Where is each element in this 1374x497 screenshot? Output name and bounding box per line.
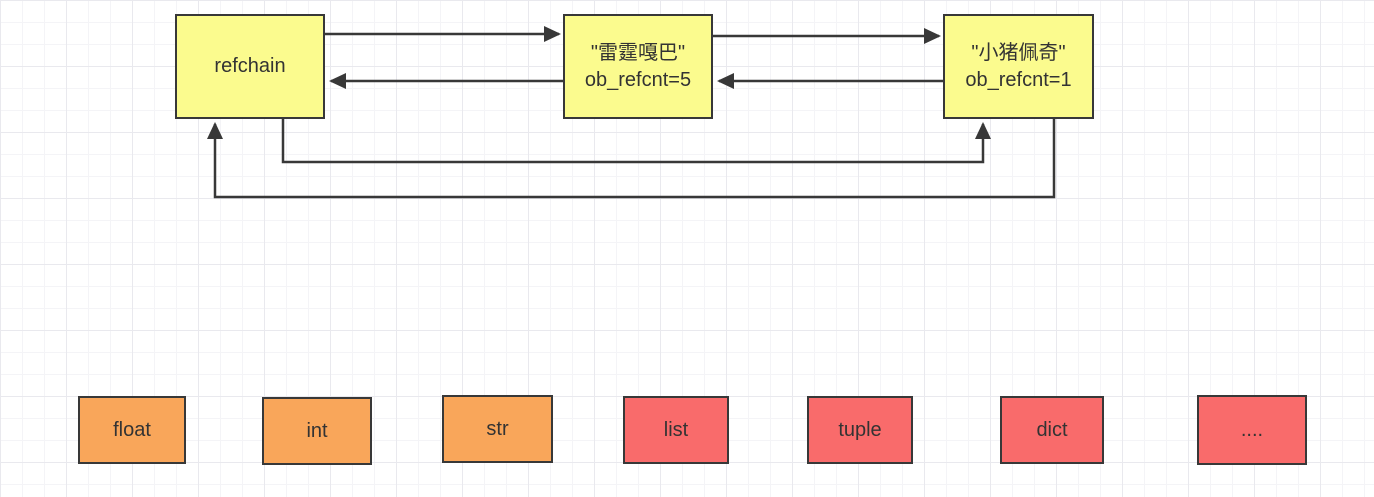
type-node-ellipsis[interactable]: .... (1197, 395, 1307, 465)
node-refchain-label: refchain (214, 55, 286, 77)
type-node-float-label: float (113, 418, 151, 441)
type-node-str-label: str (486, 417, 509, 440)
node-leiting-gaba-refcnt: ob_refcnt=5 (584, 68, 692, 91)
type-node-float[interactable]: float (78, 396, 186, 464)
type-node-int[interactable]: int (262, 397, 372, 465)
type-node-ellipsis-label: .... (1240, 418, 1264, 441)
node-leiting-gaba[interactable]: "雷霆嘎巴" ob_refcnt=5 (563, 14, 713, 119)
type-node-tuple[interactable]: tuple (807, 396, 913, 464)
node-leiting-gaba-title: "雷霆嘎巴" (590, 41, 686, 64)
arrow-refchain-bottom-to-xiaozhu-peiqi-bottom[interactable] (281, 118, 991, 164)
node-xiaozhu-peiqi-title: "小猪佩奇" (971, 41, 1066, 64)
node-xiaozhu-peiqi-refcnt: ob_refcnt=1 (965, 68, 1072, 91)
type-node-str[interactable]: str (442, 395, 553, 463)
type-node-list-label: list (663, 418, 689, 441)
type-node-list[interactable]: list (623, 396, 729, 464)
type-node-dict-label: dict (1036, 418, 1068, 441)
arrow-xiaozhu-peiqi-bottom-to-refchain-bottom[interactable] (207, 118, 1056, 199)
type-node-tuple-label: tuple (838, 418, 882, 441)
type-node-dict[interactable]: dict (1000, 396, 1104, 464)
type-node-int-label: int (306, 419, 328, 442)
node-refchain[interactable]: refchain (175, 14, 325, 119)
node-xiaozhu-peiqi[interactable]: "小猪佩奇" ob_refcnt=1 (943, 14, 1094, 119)
